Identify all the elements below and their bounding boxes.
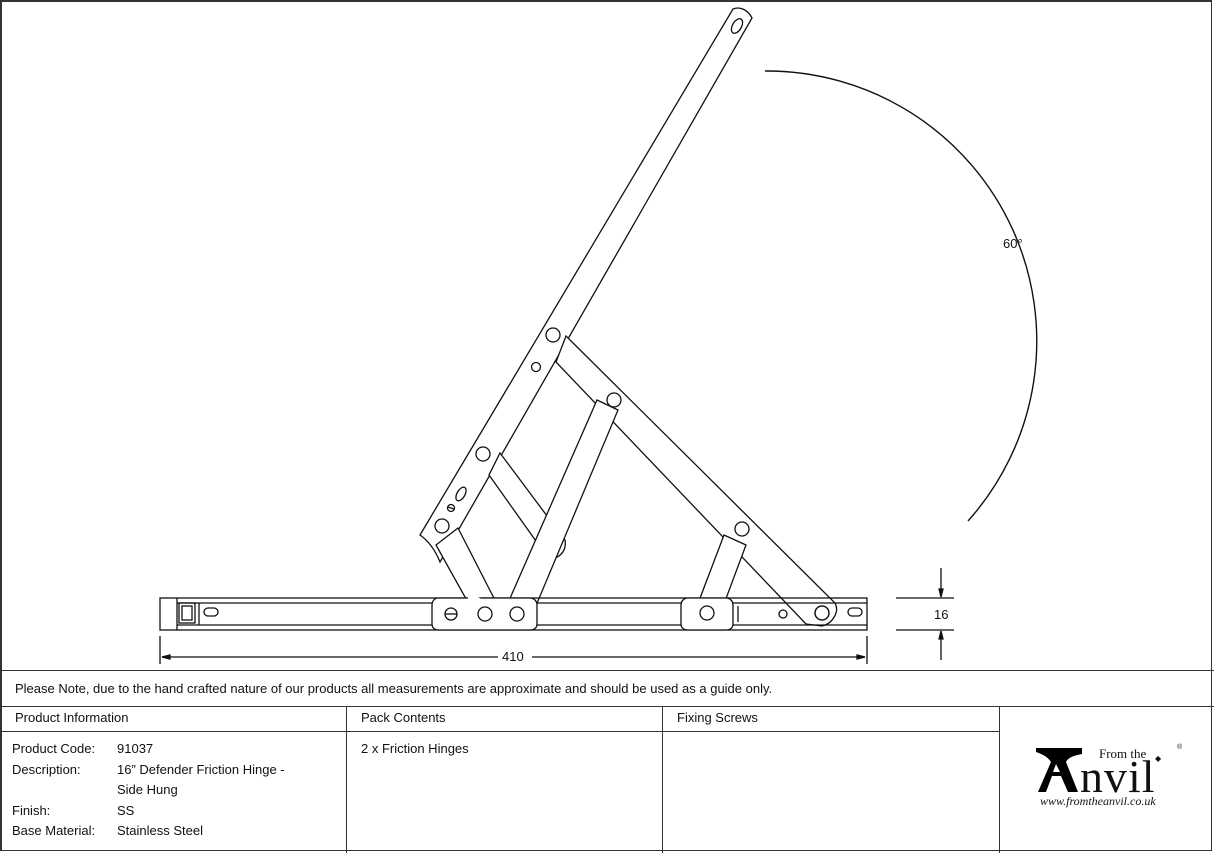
anvil-icon (1036, 748, 1082, 792)
logo-anvil: nvil (1080, 751, 1156, 802)
column-divider-3 (999, 706, 1000, 853)
note-divider (0, 706, 1214, 707)
logo-url: www.fromtheanvil.co.uk (1040, 794, 1156, 808)
product-code-value: 91037 (117, 741, 154, 756)
description-label: Description: (12, 762, 81, 777)
hinge-technical-drawing (159, 7, 1038, 664)
table-top-border (0, 670, 1214, 671)
header-pack-contents: Pack Contents (361, 710, 446, 725)
finish-label: Finish: (12, 803, 51, 818)
height-dimension (896, 568, 954, 660)
header-divider (0, 731, 1000, 732)
angle-label: 60° (1003, 236, 1023, 251)
product-code-label: Product Code: (12, 741, 96, 756)
screw-icon (446, 503, 456, 513)
finish-value: SS (117, 803, 135, 818)
angle-arc (764, 70, 1038, 522)
logo-from-the: From the (1099, 746, 1147, 761)
base-material-value: Stainless Steel (117, 823, 203, 838)
header-fixing-screws: Fixing Screws (677, 710, 758, 725)
track-bar (159, 597, 868, 631)
height-dimension-label: 16 (934, 607, 949, 622)
diamond-icon: ◆ (1155, 754, 1162, 763)
header-product-information: Product Information (15, 710, 129, 725)
length-dimension (159, 636, 868, 664)
description-value-cont: Side Hung (117, 782, 178, 797)
length-dimension-label: 410 (502, 649, 524, 664)
column-divider-1 (346, 706, 347, 853)
registered-mark: ® (1177, 744, 1183, 751)
base-material-label: Base Material: (12, 823, 96, 838)
description-value: 16” Defender Friction Hinge - (117, 762, 285, 777)
sash-arm (419, 7, 753, 564)
pack-contents-item: 2 x Friction Hinges (361, 741, 469, 756)
stay-arm (555, 334, 838, 627)
disclaimer-note: Please Note, due to the hand crafted nat… (15, 681, 773, 696)
from-the-anvil-logo: From the ◆ nvil ® www.fromtheanvil.co.uk (1030, 742, 1190, 817)
column-divider-2 (662, 706, 663, 853)
link-ends (466, 590, 830, 626)
